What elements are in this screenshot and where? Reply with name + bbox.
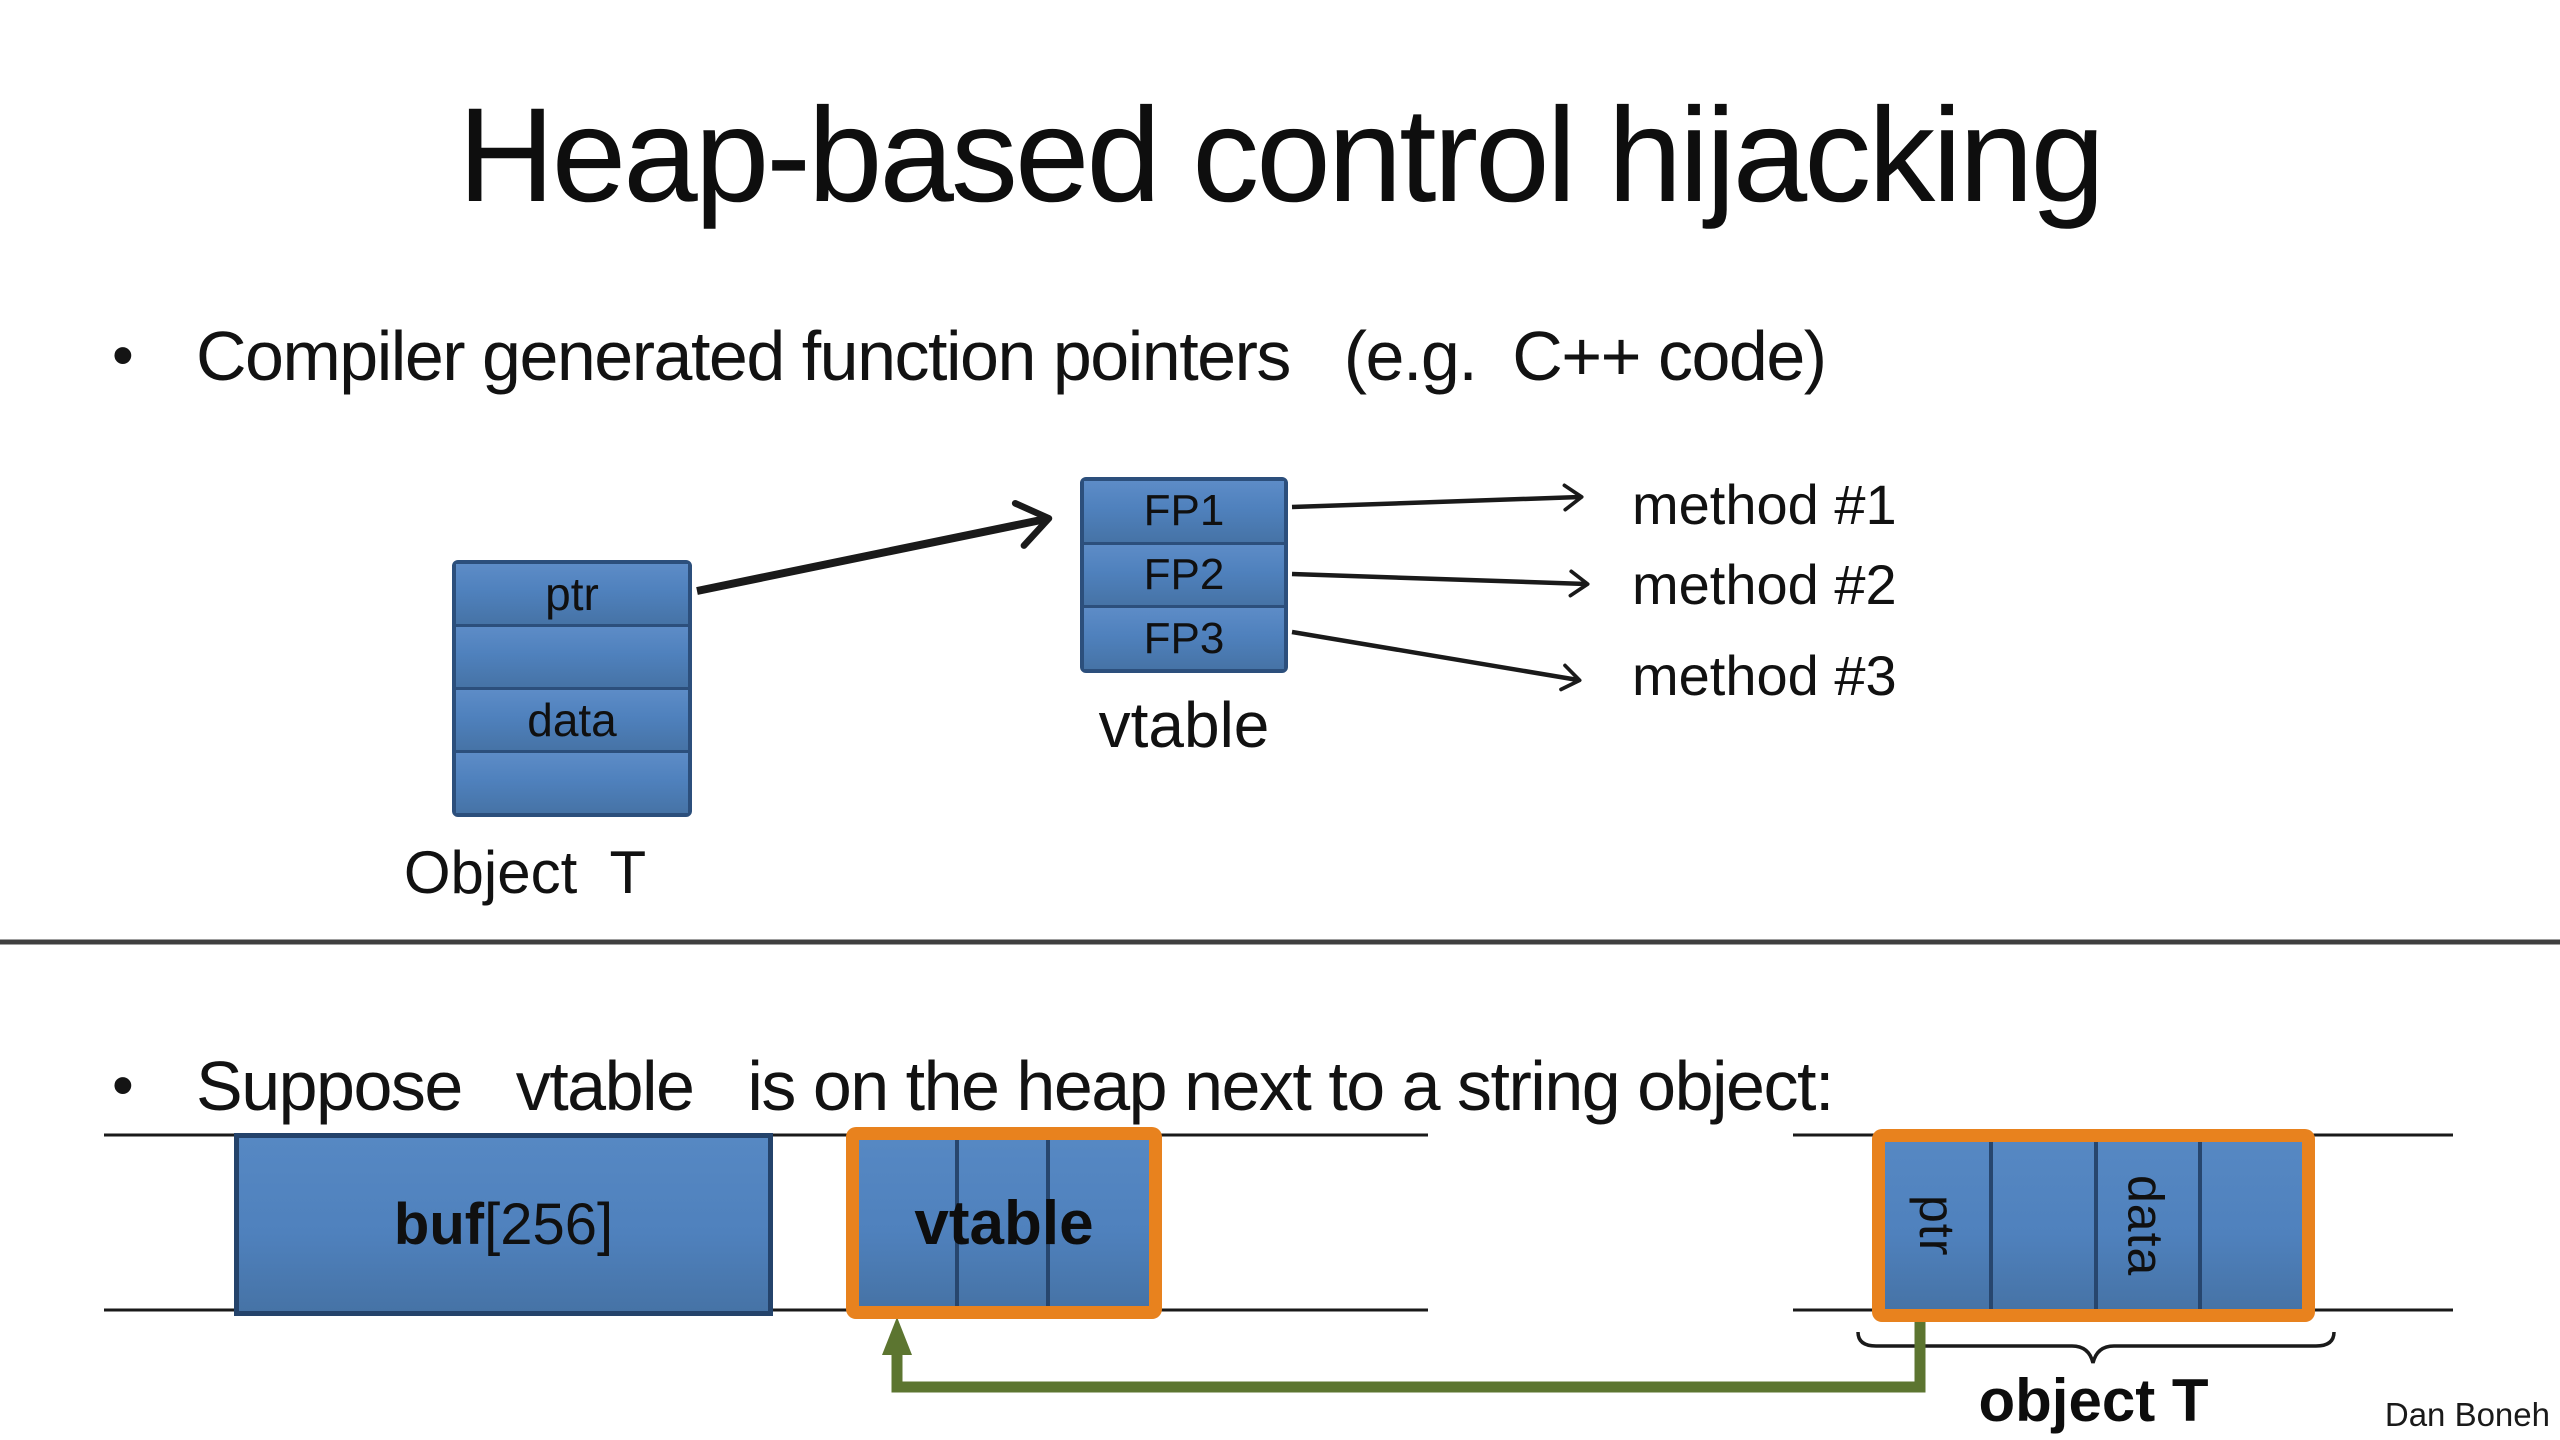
heap-ptr-cell: ptr	[1885, 1142, 1989, 1309]
bullet-1: • Compiler generated function pointers (…	[112, 316, 1827, 396]
fp3-to-method3-arrow	[1291, 629, 1582, 692]
fp1-to-method1-arrow	[1291, 483, 1584, 512]
method-1-label: method #1	[1632, 473, 1897, 536]
buf-box: buf[256]	[234, 1133, 773, 1316]
object-t-row-ptr: ptr	[456, 564, 688, 627]
object-t-row-empty1	[456, 627, 688, 690]
heap-data-cell: data	[2094, 1142, 2198, 1309]
heap-ptr-label: ptr	[1909, 1194, 1966, 1257]
bullet-2-text: Suppose vtable is on the heap next to a …	[196, 1047, 1834, 1125]
heap-vtable-label: vtable	[914, 1188, 1094, 1258]
bullet-1-text: Compiler generated function pointers (e.…	[196, 317, 1827, 395]
cell-divider	[954, 1140, 959, 1306]
object-t-brace	[1856, 1331, 2336, 1364]
bullet-2: • Suppose vtable is on the heap next to …	[112, 1046, 1834, 1126]
vtable-row-fp3: FP3	[1084, 608, 1284, 670]
buf-label-bold: buf	[393, 1192, 485, 1257]
green-arrowhead	[882, 1317, 912, 1355]
ptr-to-vtable-arrow	[696, 500, 1053, 595]
cell-divider	[1046, 1140, 1051, 1306]
vtable-row-fp1: FP1	[1084, 481, 1284, 545]
author-credit: Dan Boneh	[2384, 1396, 2550, 1433]
vtable-row-fp2: FP2	[1084, 544, 1284, 609]
vtable-caption: vtable	[1098, 689, 1270, 761]
heap-object-t-box: ptr data	[1872, 1129, 2315, 1322]
heap-data-label: data	[2117, 1174, 2174, 1277]
fp2-to-method2-arrow	[1291, 569, 1590, 598]
page-title: Heap-based control hijacking	[457, 81, 2105, 230]
heap-object-t-caption: object T	[1978, 1367, 2209, 1434]
buf-label-size: [256]	[484, 1192, 614, 1257]
method-3-label: method #3	[1632, 644, 1897, 707]
vtable-box: FP1 FP2 FP3	[1080, 477, 1288, 673]
heap-vtable-box: vtable	[846, 1127, 1162, 1319]
bullet-icon: •	[112, 1051, 134, 1120]
ptr-overwrite-green-arrow	[891, 1322, 1926, 1393]
cell-divider	[1989, 1142, 1994, 1309]
object-t-box: ptr data	[452, 560, 692, 817]
cell-divider	[2093, 1142, 2098, 1309]
cell-divider	[2197, 1142, 2202, 1309]
object-t-row-data: data	[456, 690, 688, 753]
object-t-caption: Object T	[403, 839, 647, 906]
bullet-icon: •	[112, 321, 134, 390]
method-2-label: method #2	[1632, 553, 1897, 616]
object-t-row-empty2	[456, 753, 688, 813]
